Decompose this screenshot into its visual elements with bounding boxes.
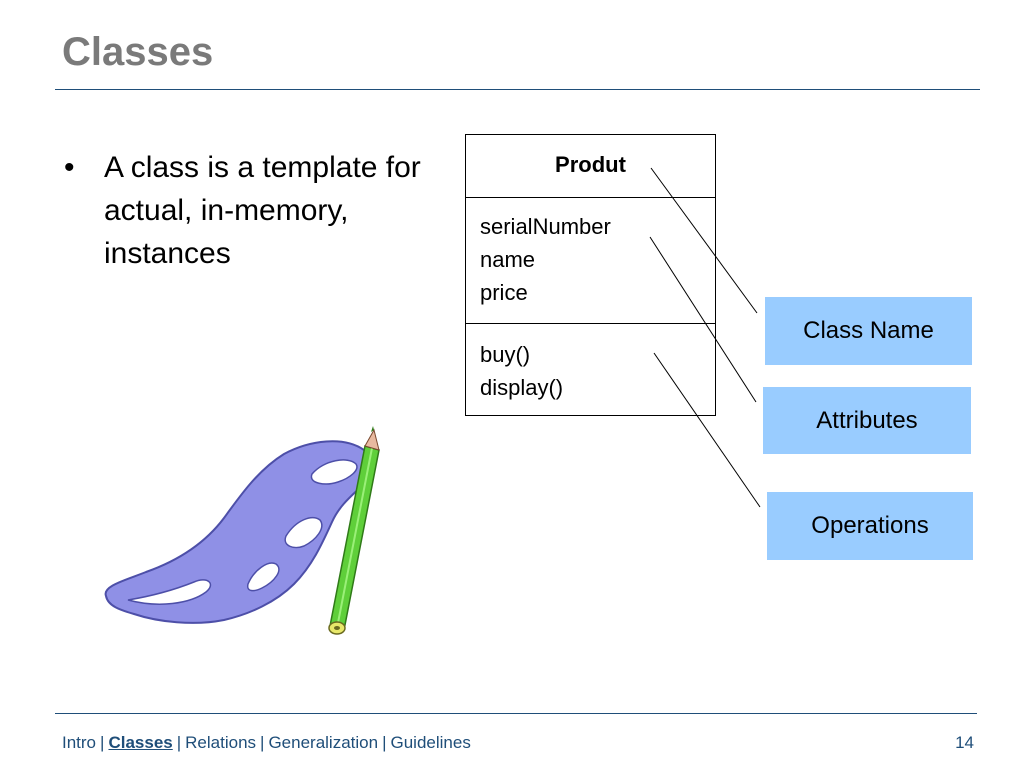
bullet-list: • A class is a template for actual, in-m…: [62, 146, 432, 275]
pencil-icon: [328, 426, 380, 635]
nav-separator: |: [260, 733, 265, 752]
uml-operation: buy(): [480, 342, 531, 367]
slide-title: Classes: [62, 30, 214, 74]
uml-attribute: price: [480, 280, 528, 305]
nav-link-relations[interactable]: Relations: [185, 733, 257, 752]
nav-separator: |: [382, 733, 387, 752]
title-divider: [55, 89, 980, 90]
uml-attributes-compartment: serialNumber name price: [466, 198, 715, 324]
callout-operations: Operations: [767, 492, 973, 560]
nav-link-generalization[interactable]: Generalization: [268, 733, 379, 752]
drafting-clipart: [104, 426, 380, 635]
bullet-text: A class is a template for actual, in-mem…: [104, 151, 421, 270]
uml-class-name: Produt: [555, 152, 626, 177]
callout-attributes: Attributes: [763, 387, 971, 454]
uml-class-box: Produt serialNumber name price buy() dis…: [465, 134, 716, 416]
page-number: 14: [955, 733, 974, 752]
nav-link-classes[interactable]: Classes: [108, 733, 173, 752]
nav-separator: |: [100, 733, 105, 752]
uml-operations-compartment: buy() display(): [466, 324, 715, 416]
connector-class-name: [650, 167, 758, 314]
bullet-item: • A class is a template for actual, in-m…: [62, 146, 432, 275]
uml-attribute: serialNumber: [480, 214, 611, 239]
uml-operation: display(): [480, 375, 564, 400]
bullet-dot-icon: •: [64, 151, 75, 184]
connector-operations: [653, 352, 761, 508]
callout-class-name: Class Name: [765, 297, 972, 365]
nav-link-intro[interactable]: Intro: [62, 733, 97, 752]
uml-attribute: name: [480, 247, 536, 272]
nav-link-guidelines[interactable]: Guidelines: [390, 733, 471, 752]
nav-separator: |: [176, 733, 182, 752]
footer-nav: Intro|Classes|Relations|Generalization|G…: [62, 733, 471, 753]
footer-divider: [55, 713, 977, 714]
french-curve-icon: [104, 440, 374, 624]
uml-name-compartment: Produt: [466, 135, 715, 198]
connector-attributes: [649, 236, 757, 403]
